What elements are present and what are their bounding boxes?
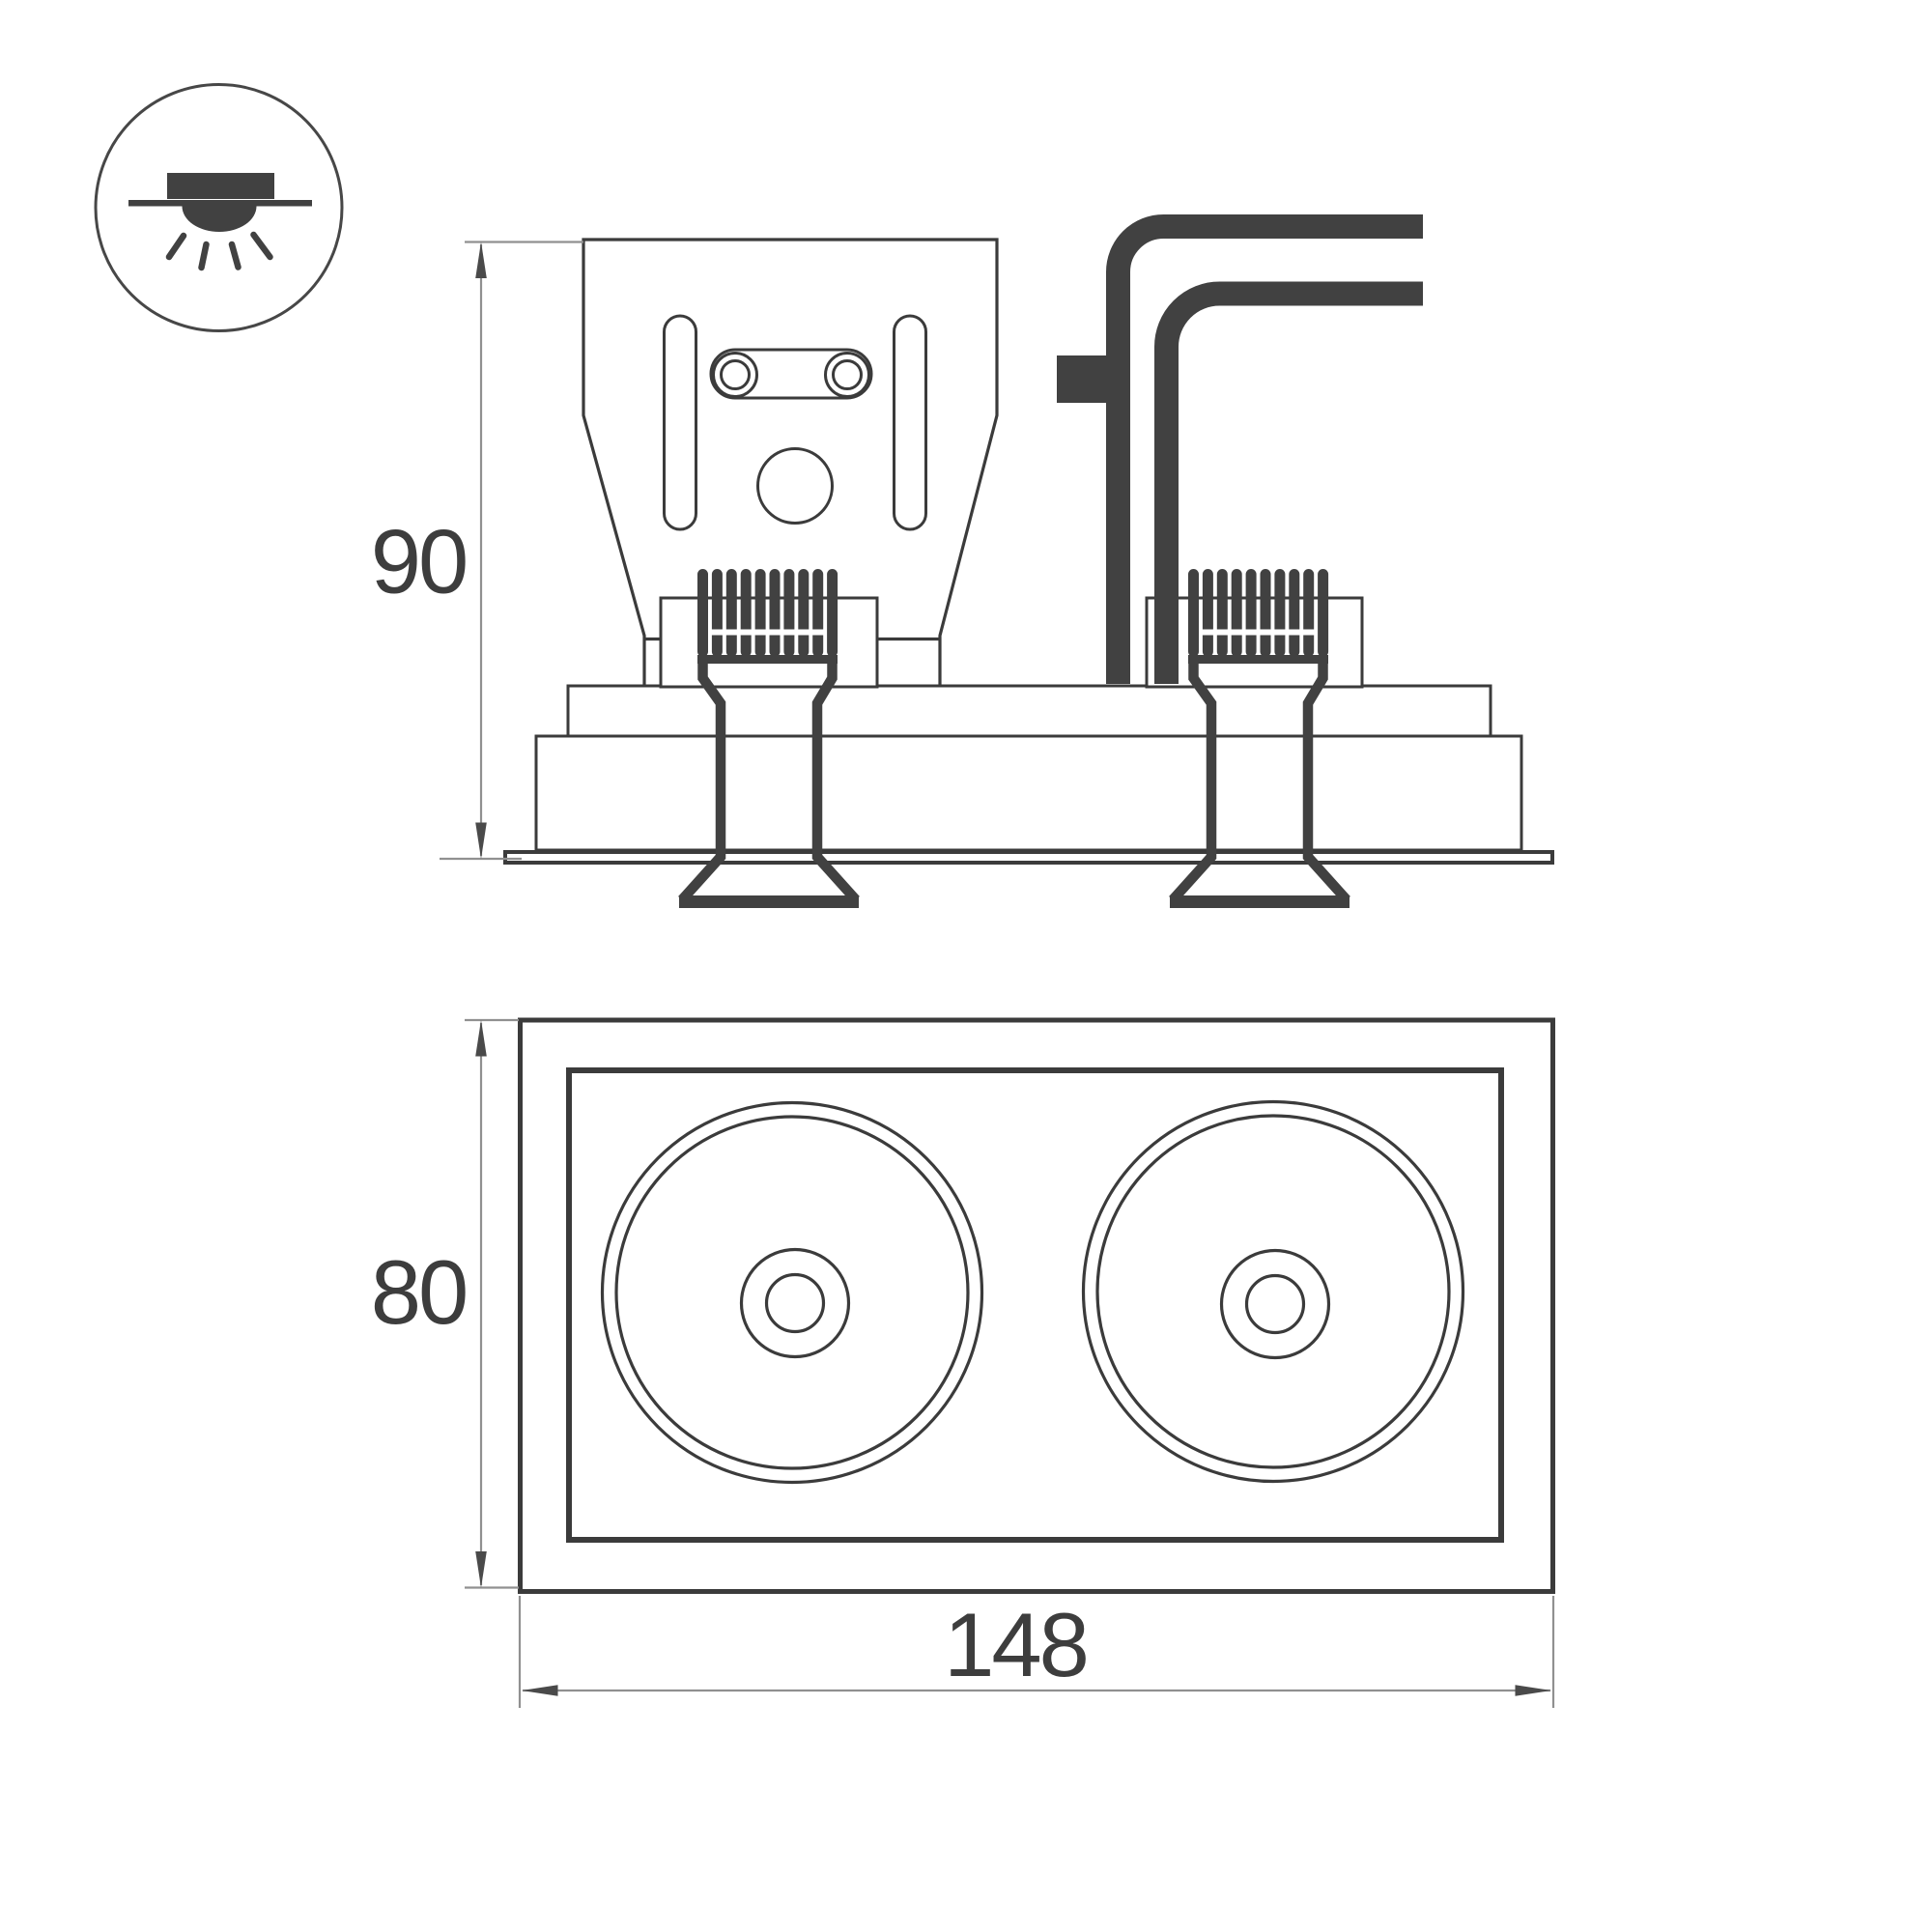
svg-text:80: 80 bbox=[371, 1241, 467, 1343]
svg-text:148: 148 bbox=[944, 1594, 1087, 1695]
svg-text:90: 90 bbox=[371, 511, 467, 612]
